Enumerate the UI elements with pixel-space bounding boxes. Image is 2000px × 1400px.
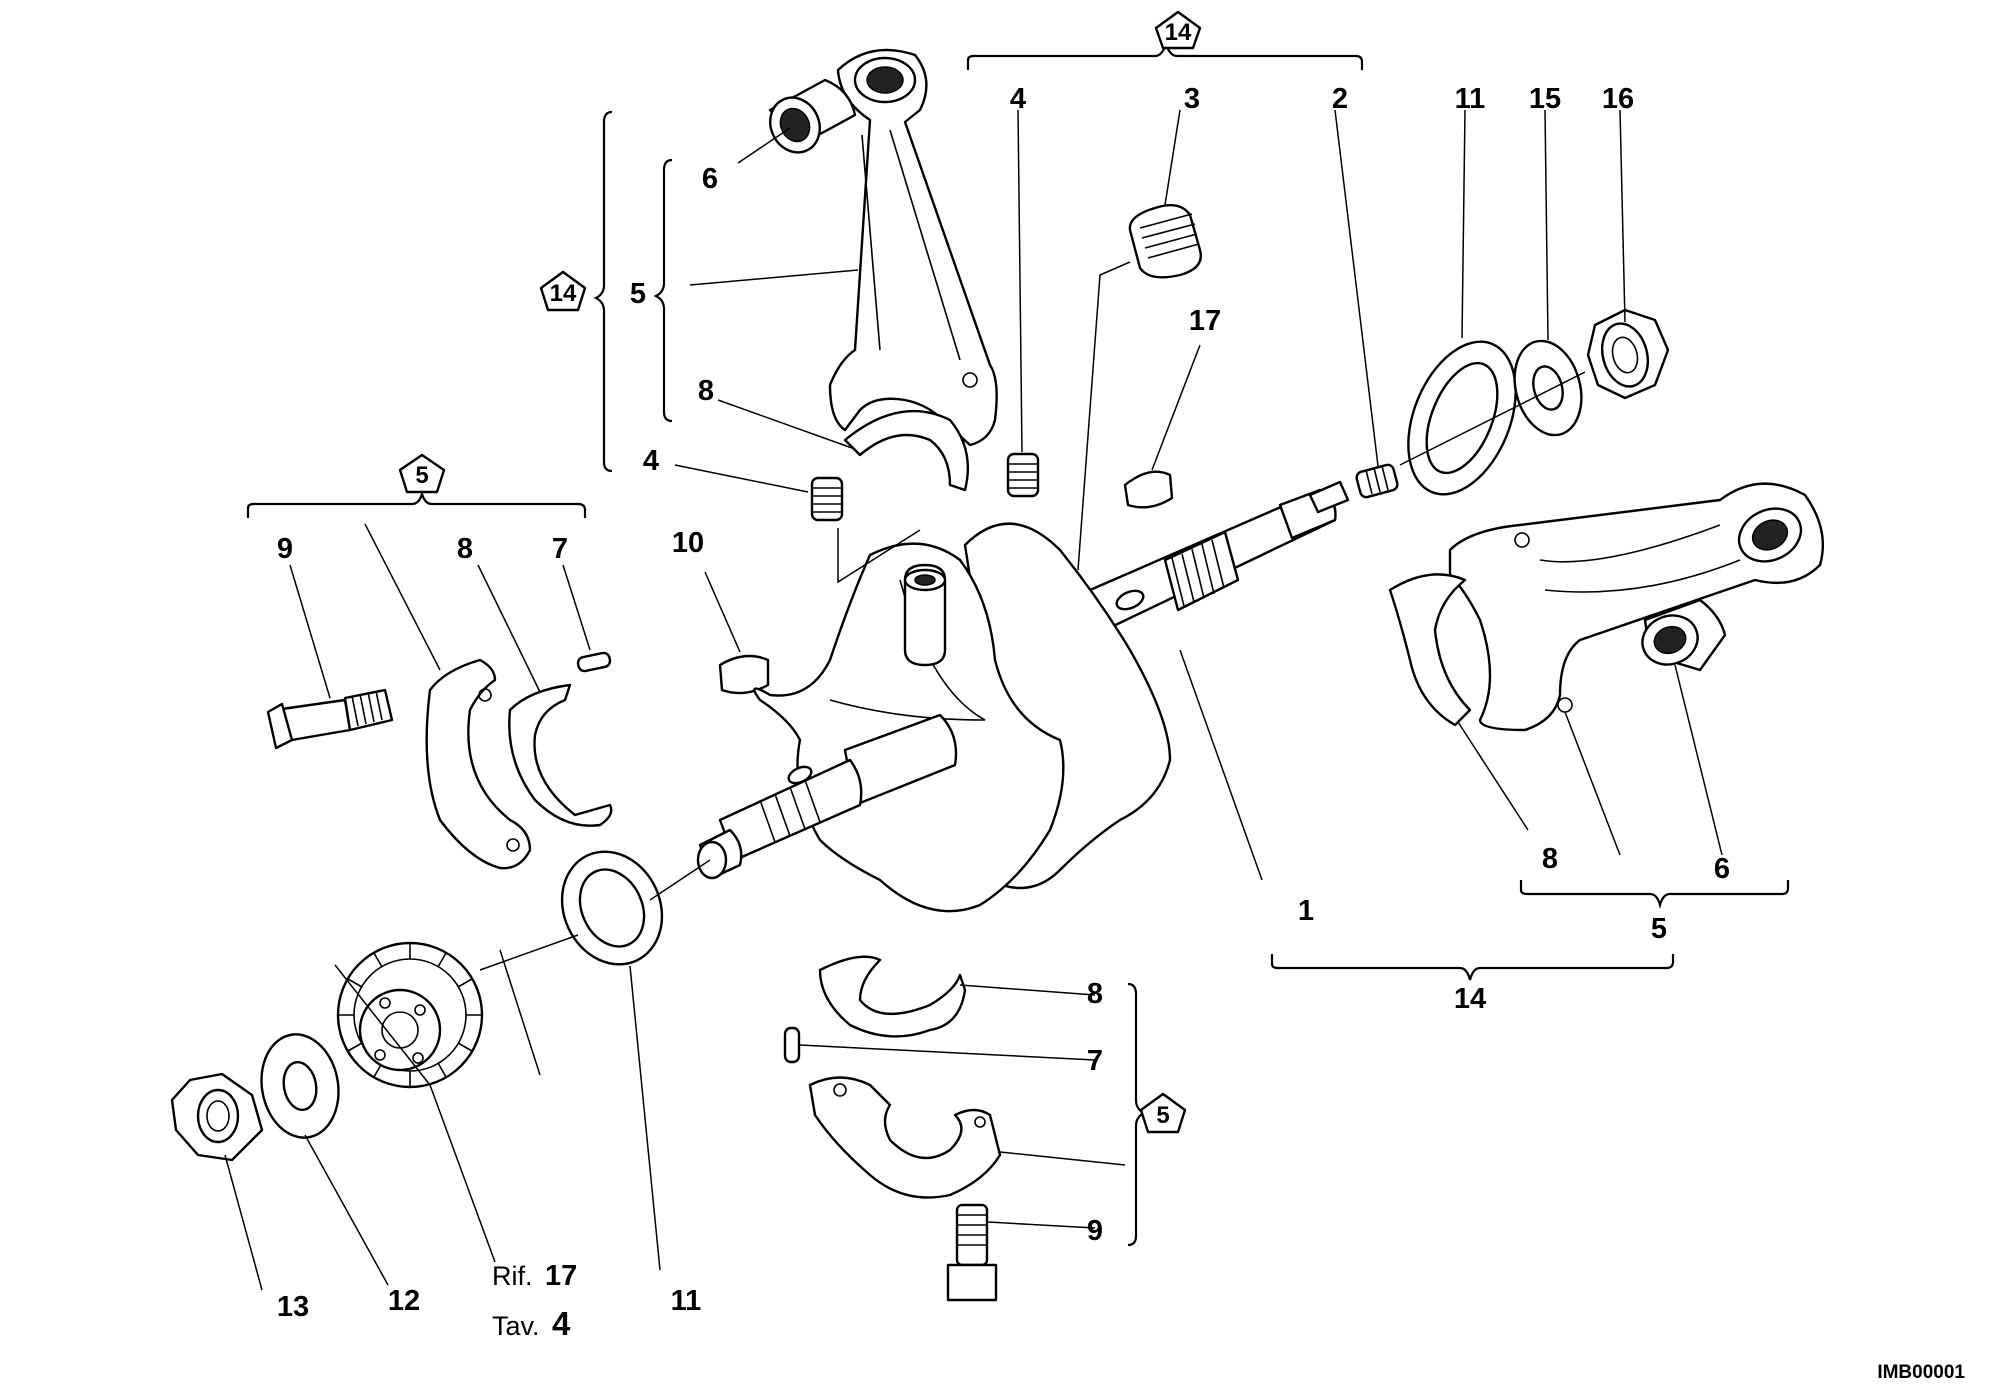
callout-8-right: 8 [1542,843,1558,875]
callout-6-upper: 6 [702,163,718,195]
grub-screw-2 [1355,463,1399,499]
nut-16 [1586,308,1670,400]
badge-label: 14 [1165,19,1192,46]
dowel-pin-7-left [576,651,612,673]
threaded-plug-3 [1128,204,1202,279]
reference-rif: Rif. 17 [492,1260,577,1292]
rif-value: 17 [545,1260,577,1292]
connecting-rod-lower [1448,482,1824,732]
main-bearing-cap-left [425,658,532,870]
badge-5-left: 5 [398,453,446,494]
callout-14: 14 [1454,983,1486,1015]
badge-label: 5 [1156,1102,1169,1129]
bearing-shell-left [508,683,613,827]
badge-14-left: 14 [539,270,587,312]
badge-label: 14 [550,280,577,307]
image-code: IMB00001 [1877,1362,1965,1383]
bolt-9-bottom [946,1203,998,1302]
callout-10: 10 [672,527,704,559]
bearing-shell-upper [843,409,969,492]
bolt-9-left [266,688,394,750]
washer-15 [1513,339,1583,437]
bracket-bottom-right-5 [1519,880,1790,910]
callout-9-left: 9 [277,533,293,565]
callout-3: 3 [1184,83,1200,115]
callout-5-lower: 5 [1651,913,1667,945]
timing-gear [336,941,484,1089]
badge-5-bottom: 5 [1139,1092,1187,1134]
callout-6-lower: 6 [1714,853,1730,885]
callout-numbers: 6 5 8 4 4 3 2 11 15 16 17 10 9 8 7 1 8 6… [277,83,1730,1323]
callout-17: 17 [1189,305,1221,337]
woodruff-key-17 [1123,470,1174,509]
bearing-shell-right [1388,573,1472,727]
callout-7-bottom: 7 [1087,1045,1103,1077]
reference-tav: Tav. 4 [492,1305,571,1342]
tav-value: 4 [552,1305,571,1342]
badge-label: 5 [415,462,428,489]
woodruff-key-10 [718,654,770,695]
callout-8-bottom: 8 [1087,978,1103,1010]
callout-4-right: 4 [1010,83,1026,115]
reference-note: Rif. 17 Tav. 4 [492,1260,577,1342]
thrust-washer-11-right [1407,340,1517,496]
callout-8-upper: 8 [698,375,714,407]
hex-nut-13 [170,1072,264,1162]
rif-label: Rif. [492,1261,533,1291]
bracket-horizontal-5 [246,490,587,518]
lock-washer-12 [260,1033,340,1139]
small-end-bush-upper [768,78,857,154]
small-end-bush-lower [1641,598,1727,672]
bearing-shell-center [818,955,967,1038]
callout-11-right: 11 [1455,83,1486,115]
callout-1: 1 [1298,895,1314,927]
main-bearing-cap-bottom [808,1076,1002,1199]
bracket-left-5 [653,158,673,423]
connecting-rod-upper [828,48,998,447]
callout-7-left: 7 [552,533,568,565]
thrust-washer-11-left [560,850,664,966]
grub-screw-4-right [1006,452,1040,498]
callout-12: 12 [388,1285,420,1317]
callout-4-left: 4 [643,445,659,477]
crankshaft-1 [696,480,1350,913]
callout-11-left: 11 [671,1285,702,1317]
callout-13: 13 [277,1291,309,1323]
badge-14-top: 14 [1154,10,1202,50]
callout-16: 16 [1602,83,1634,115]
dowel-pin-7-bottom [783,1026,801,1064]
tav-label: Tav. [492,1311,540,1341]
callout-9-bottom: 9 [1087,1215,1103,1247]
leader-lines [224,109,1723,1291]
bracket-left-14 [593,110,613,473]
callout-5-upper: 5 [630,278,646,310]
callout-2: 2 [1332,83,1348,115]
callout-8-left: 8 [457,533,473,565]
callout-15: 15 [1529,83,1561,115]
group-brackets [246,40,1790,1247]
grub-screw-4-left [810,476,844,522]
bracket-bottom-right-14 [1270,954,1675,981]
